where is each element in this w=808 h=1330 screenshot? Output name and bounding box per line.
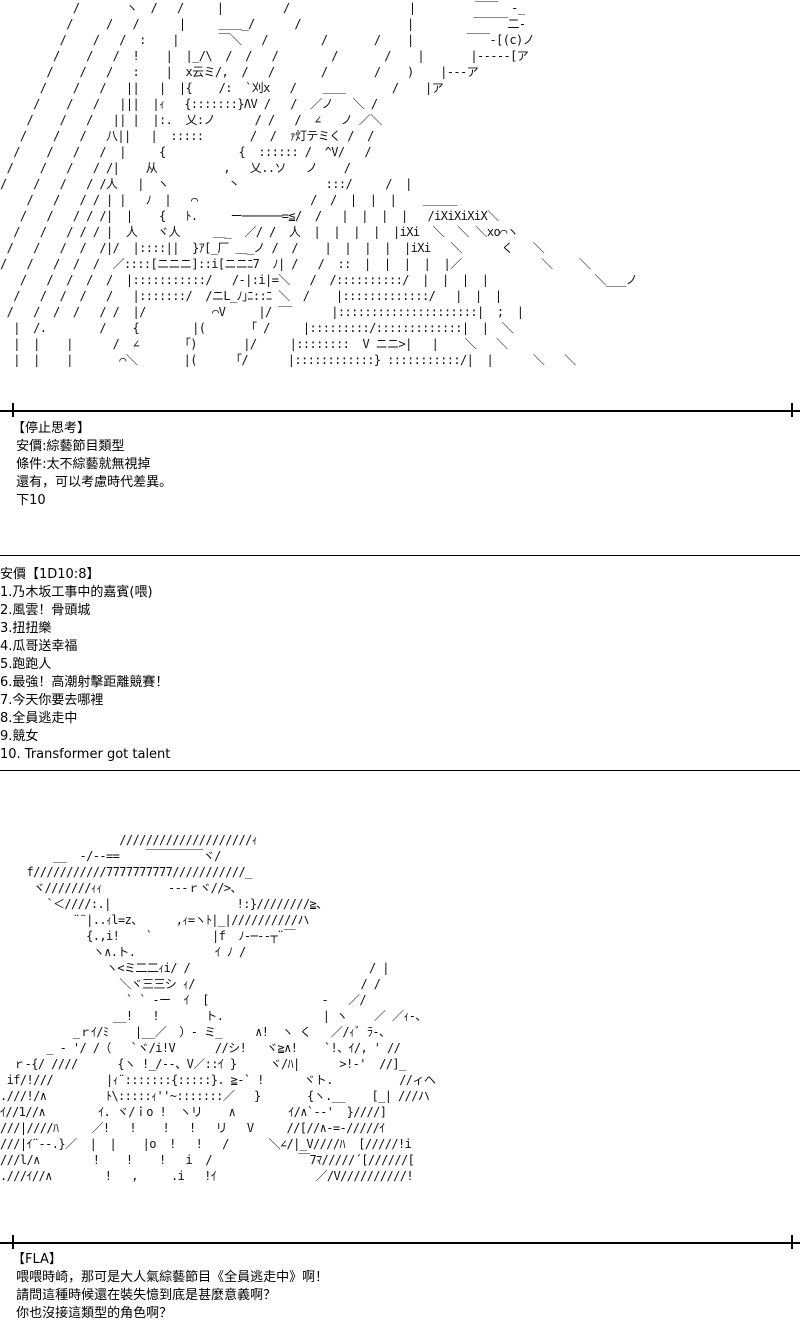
- vote-option-line: 2.風雲！骨頭城: [0, 603, 91, 618]
- vote-option-line: 10. Transformer got talent: [0, 747, 171, 762]
- section-vote-results: 安價【1D10:8】 1.乃木坂工事中的嘉賓(喂) 2.風雲！骨頭城 3.扭扭樂 4.瓜…: [0, 566, 170, 764]
- divider-arrow-2-right-tick: [791, 1235, 793, 1249]
- fla-dialogue-line: 請問這種時候還在裝失憶到底是甚麼意義啊？: [12, 1288, 277, 1303]
- stop-thinking-line: 條件:太不綜藝就無視掉: [12, 457, 151, 472]
- vote-option-line: 安價【1D10:8】: [0, 567, 100, 582]
- fla-dialogue-line: 【FLA】: [12, 1252, 62, 1267]
- divider-arrow-1-right-tick: [791, 403, 793, 417]
- stop-thinking-line: 安價:綜藝節目類型: [12, 439, 125, 454]
- divider-1: [0, 555, 800, 556]
- vote-option-line: 4.瓜哥送幸福: [0, 639, 78, 654]
- stop-thinking-line: 還有，可以考慮時代差異。: [12, 475, 173, 490]
- vote-option-line: 5.跑跑人: [0, 657, 52, 672]
- vote-option-line: 7.今天你要去哪裡: [0, 693, 104, 708]
- ascii-art-top: / ヽ / / | / | ￣￣ -_ / / / | ＿＿_/ / | ￣￣￣…: [0, 1, 638, 367]
- stop-thinking-line: 下10: [12, 493, 46, 508]
- section-fla-dialogue: 【FLA】 喂喂時崎，那可是大人氣綜藝節目《全員逃走中》啊！ 請問這種時候還在裝…: [12, 1251, 328, 1323]
- vote-option-line: 1.乃木坂工事中的嘉賓(喂): [0, 585, 153, 600]
- divider-arrow-1: [0, 410, 800, 412]
- vote-option-line: 6.最強！高潮射擊距離競賽！: [0, 675, 169, 690]
- ascii-art-bottom: ////////////////////ｨ __ ‐/‐‐== ￣￣￣￣￣ヾ/ …: [0, 833, 436, 1183]
- section-stop-thinking: 【停止思考】 安價:綜藝節目類型 條件:太不綜藝就無視掉 還有，可以考慮時代差異…: [12, 420, 172, 510]
- vote-option-line: 9.競女: [0, 729, 39, 744]
- fla-dialogue-line: 你也沒接這類型的角色啊？: [12, 1306, 173, 1321]
- vote-option-line: 3.扭扭樂: [0, 621, 52, 636]
- divider-2: [0, 770, 800, 771]
- divider-arrow-2-left-tick: [12, 1235, 14, 1249]
- vote-option-line: 8.全員逃走中: [0, 711, 78, 726]
- divider-arrow-2: [0, 1242, 800, 1244]
- fla-dialogue-line: 喂喂時崎，那可是大人氣綜藝節目《全員逃走中》啊！: [12, 1270, 329, 1285]
- divider-arrow-1-left-tick: [12, 403, 14, 417]
- stop-thinking-line: 【停止思考】: [12, 421, 91, 436]
